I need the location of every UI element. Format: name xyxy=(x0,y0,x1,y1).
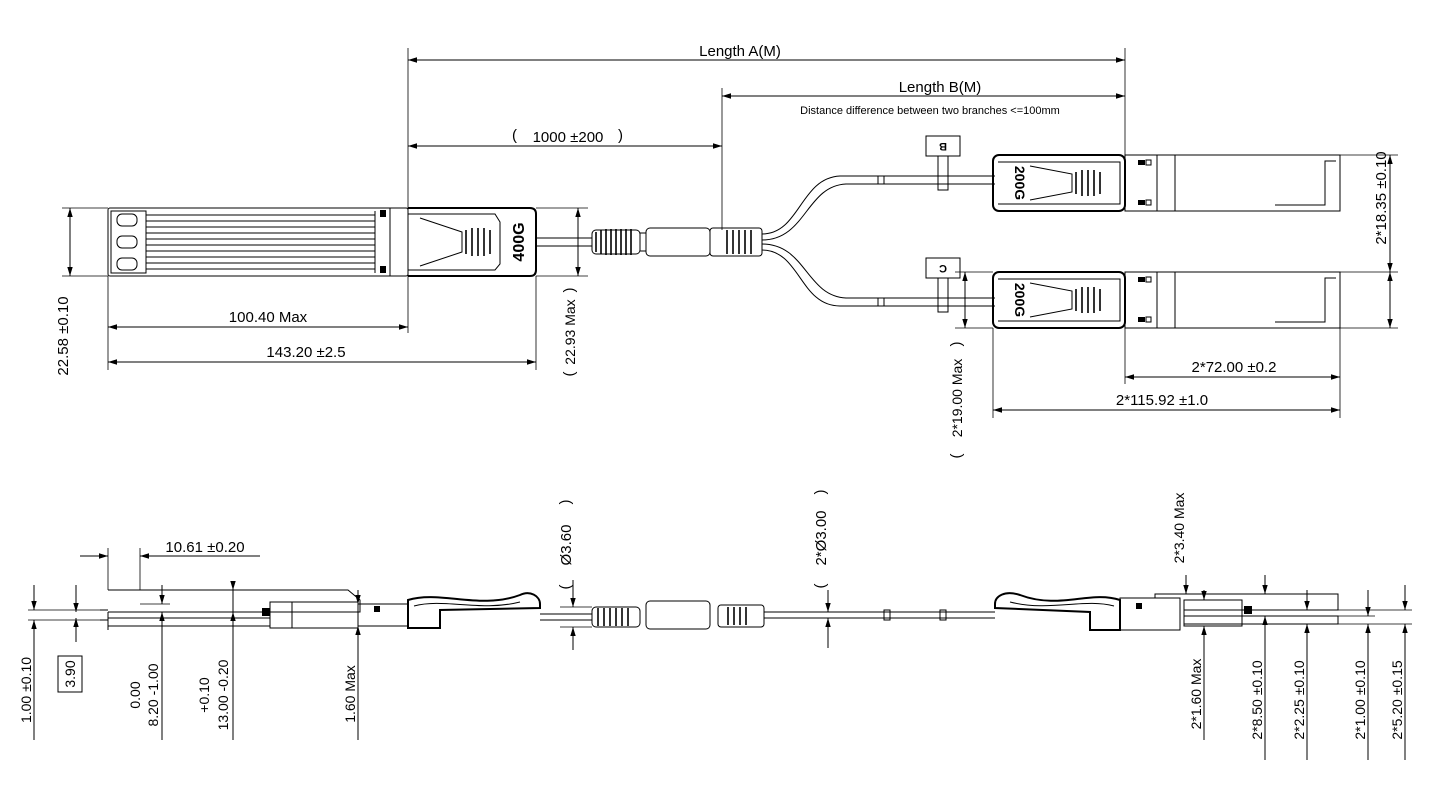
label-main-tip-thickness: 1.00 ±0.10 xyxy=(18,657,34,723)
label-main-thick-upper: +0.10 xyxy=(196,677,212,713)
dim-branch-cable-dia: 2*Ø3.00 ( ) xyxy=(812,490,831,648)
label-branch-cable-prefix: 2* xyxy=(813,551,830,565)
branch-module-side xyxy=(994,592,1339,631)
label-main-head-height: 22.93 Max xyxy=(562,299,578,364)
tag-b-label: B xyxy=(939,140,947,152)
label-main-body-length: 100.40 Max xyxy=(229,309,308,326)
main-boot-grip xyxy=(595,229,632,255)
svg-text:): ) xyxy=(557,500,574,505)
label-main-total-length: 143.20 ±2.5 xyxy=(266,344,345,361)
dim-branch-3: 2*1.00 ±0.10 xyxy=(1338,590,1375,760)
label-branch-dim-4: 2*5.20 ±0.15 xyxy=(1389,660,1405,740)
label-main-ref-box: 3.90 xyxy=(62,660,78,687)
dim-length-a: Length A(M) xyxy=(407,43,1126,333)
dim-main-tip: 1.00 ±0.10 3.90 xyxy=(18,585,100,740)
dim-branch-total-length: 2*115.92 ±1.0 xyxy=(992,328,1340,418)
label-latch-offset: 10.61 ±0.20 xyxy=(165,539,244,556)
label-branch-body-length: 2*72.00 ±0.2 xyxy=(1192,359,1277,376)
dim-branch-pitch: 2*18.35 ±0.10 xyxy=(1340,151,1398,329)
main-module-label: 400G xyxy=(511,222,528,261)
branch-cables-top: B C xyxy=(761,135,995,313)
label-branch-dim-3: 2*1.00 ±0.10 xyxy=(1352,660,1368,740)
dim-branch-2: 2*2.25 ±0.10 xyxy=(1291,590,1316,760)
dim-main-boot: 1.60 Max xyxy=(342,590,361,740)
svg-text:): ) xyxy=(561,288,578,293)
label-branch-total-length: 2*115.92 ±1.0 xyxy=(1116,392,1208,409)
dim-main-tol: 0.00 8.20 -1.00 xyxy=(127,585,170,740)
label-branch-cable-dia: 3.00 xyxy=(813,510,830,539)
label-branch-boot-max: 2*1.60 Max xyxy=(1188,659,1204,730)
tab-grip xyxy=(465,228,491,256)
svg-text:(: ( xyxy=(812,584,829,589)
dim-main-body-length: 100.40 Max xyxy=(107,276,408,370)
label-branch-head-thickness: 2*3.40 Max xyxy=(1171,493,1187,564)
svg-text:(: ( xyxy=(557,585,574,590)
dim-branch-4: 2*5.20 ±0.15 xyxy=(1338,585,1412,760)
heatsink-fins xyxy=(146,208,391,276)
label-branch-pitch: 2*18.35 ±0.10 xyxy=(1373,151,1390,244)
dim-branch-body-length: 2*72.00 ±0.2 xyxy=(1124,328,1341,418)
label-main-tol-lower: 8.20 -1.00 xyxy=(145,663,161,726)
label-branch-note: Distance difference between two branches… xyxy=(800,105,1060,117)
svg-text:): ) xyxy=(948,342,965,347)
dim-main-width: 22.58 ±0.10 xyxy=(55,207,108,376)
label-length-b: Length B(M) xyxy=(899,79,982,96)
dim-main-cable-dia: Ø3.60 ( ) xyxy=(557,500,592,650)
paren-open: ( xyxy=(512,127,517,144)
dim-breakout: ( 1000 ±200 ) xyxy=(408,127,722,149)
label-breakout: 1000 ±200 xyxy=(533,129,604,146)
label-branch-dim-2: 2*2.25 ±0.10 xyxy=(1291,660,1307,740)
dim-latch-offset: 10.61 ±0.20 xyxy=(80,539,260,590)
dim-main-thickness: +0.10 13.00 -0.20 xyxy=(196,581,236,740)
label-main-tol-upper: 0.00 xyxy=(127,681,143,708)
label-branch-dia-symbol: Ø xyxy=(813,539,830,551)
label-main-dia-symbol: Ø xyxy=(558,553,575,565)
label-main-width: 22.58 ±0.10 xyxy=(55,296,72,375)
svg-text:2*Ø3.00: 2*Ø3.00 xyxy=(813,510,830,565)
main-module-side xyxy=(100,589,995,630)
main-module-top: 400G xyxy=(107,207,763,277)
label-main-cable-dia: 3.60 xyxy=(558,525,575,554)
dim-branch-head-height: 2*19.00 Max ( ) xyxy=(948,271,993,459)
tag-c-label: C xyxy=(939,262,947,274)
branch-module-upper: 200G xyxy=(992,154,1341,212)
svg-text:): ) xyxy=(812,490,829,495)
dim-branch-head-thickness: 2*3.40 Max xyxy=(1171,493,1210,595)
paren-close: ) xyxy=(618,127,623,144)
dim-branch-1: 2*8.50 ±0.10 xyxy=(1249,575,1268,760)
dim-branch-boot: 2*1.60 Max xyxy=(1188,590,1207,740)
svg-text:(: ( xyxy=(561,372,578,377)
label-branch-head-height: 2*19.00 Max xyxy=(949,359,965,438)
dim-main-head-height: 22.93 Max ( ) xyxy=(536,207,588,377)
branch-module-lower-label: 200G xyxy=(1012,283,1028,317)
branch-module-lower: 200G xyxy=(992,271,1341,329)
svg-text:Ø3.60: Ø3.60 xyxy=(558,525,575,566)
label-branch-dim-1: 2*8.50 ±0.10 xyxy=(1249,660,1265,740)
label-main-thick-lower: 13.00 -0.20 xyxy=(215,659,231,730)
svg-text:(: ( xyxy=(948,454,965,459)
branch-module-upper-label: 200G xyxy=(1012,166,1028,200)
dim-main-total-length: 143.20 ±2.5 xyxy=(108,276,537,370)
label-main-boot-max: 1.60 Max xyxy=(342,665,358,723)
dim-length-b: Length B(M) Distance difference between … xyxy=(721,79,1125,230)
label-length-a: Length A(M) xyxy=(699,43,781,60)
splitter-grip xyxy=(726,230,752,254)
